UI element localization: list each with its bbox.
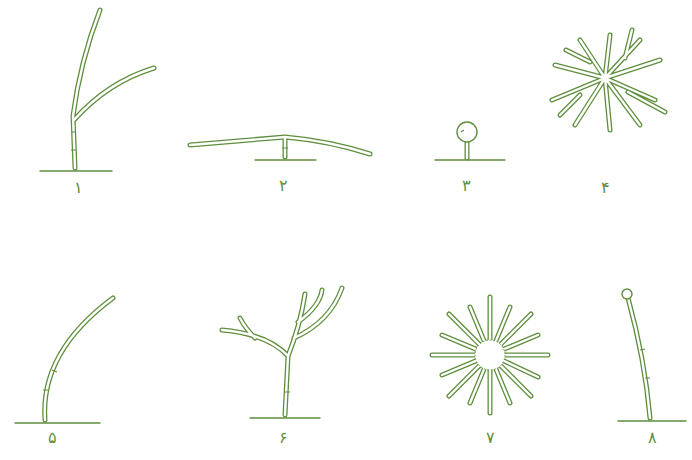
figure-number: ۵ xyxy=(48,430,57,446)
trichome-outlines xyxy=(45,10,665,420)
figure-number: ۱ xyxy=(74,180,83,196)
figure-number: ۷ xyxy=(486,430,495,446)
figure-number: ۳ xyxy=(462,178,471,194)
figure-number: ۶ xyxy=(279,430,288,446)
figure-number: ۴ xyxy=(601,180,610,196)
figure-number: ۸ xyxy=(648,430,657,446)
figure-number: ۲ xyxy=(279,178,288,194)
